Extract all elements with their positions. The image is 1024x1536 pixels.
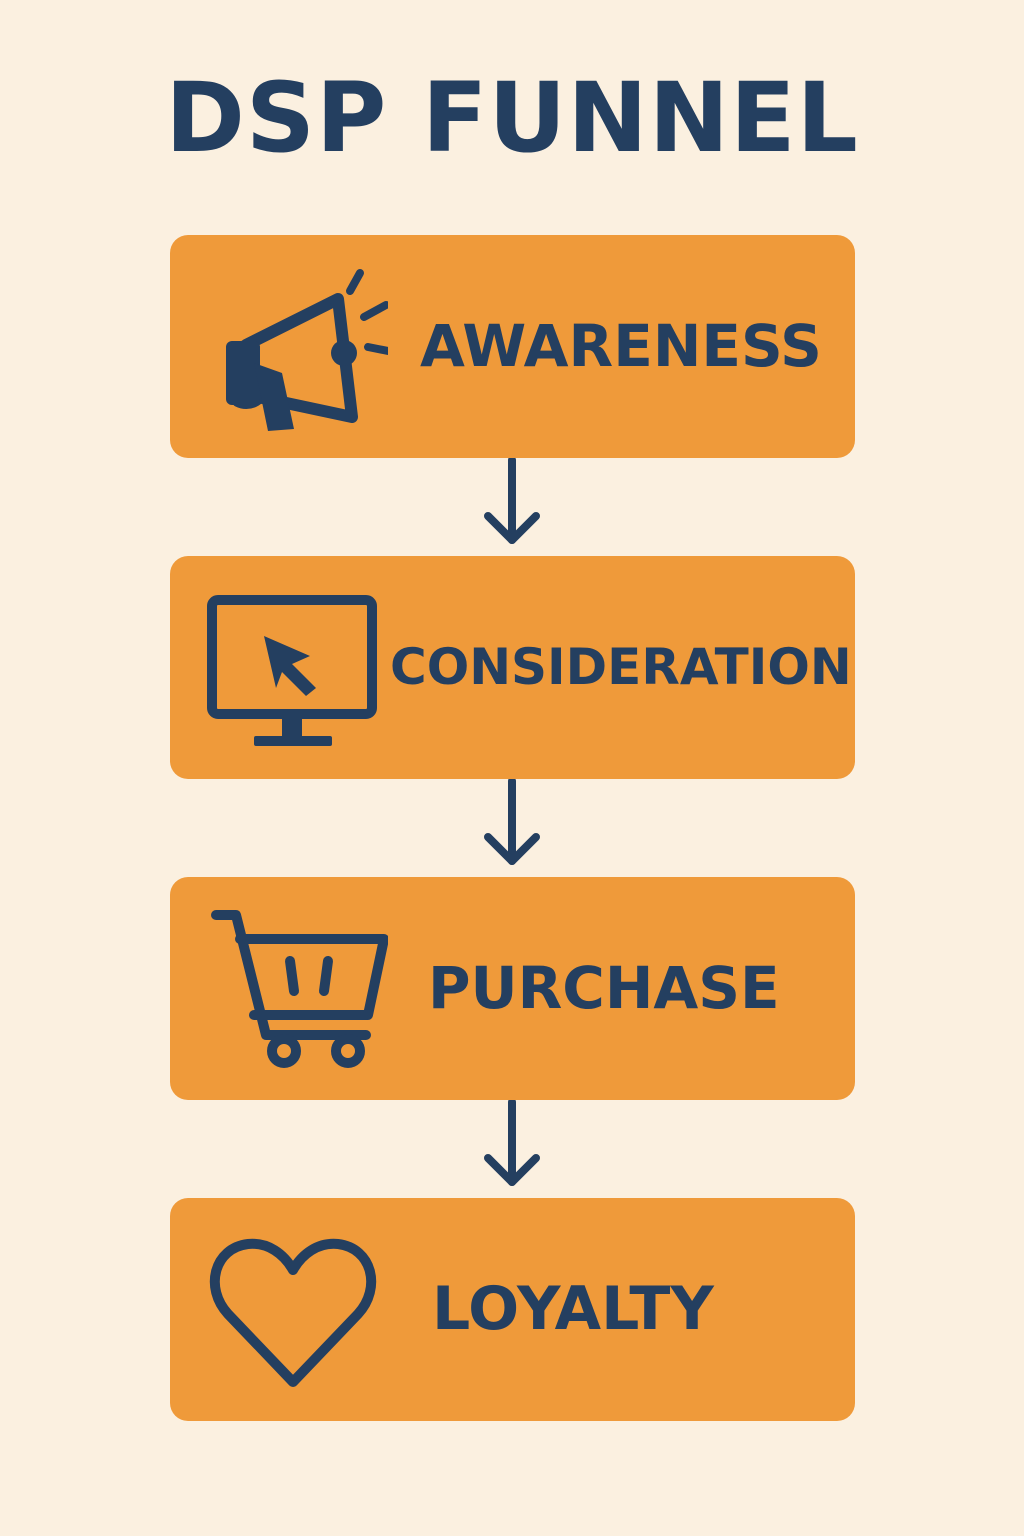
stage-consideration: CONSIDERATION xyxy=(170,556,855,779)
heart-icon xyxy=(198,1224,388,1396)
monitor-cursor-icon xyxy=(198,582,388,754)
stage-loyalty: LOYALTY xyxy=(170,1198,855,1421)
stage-label: CONSIDERATION xyxy=(390,638,852,696)
stage-label: AWARENESS xyxy=(420,312,822,380)
down-arrow-icon xyxy=(480,458,544,556)
down-arrow-icon xyxy=(480,779,544,877)
stage-label: LOYALTY xyxy=(432,1274,714,1344)
down-arrow-icon xyxy=(480,1100,544,1198)
diagram-title: DSP FUNNEL xyxy=(165,62,859,174)
megaphone-icon xyxy=(198,261,388,433)
shopping-cart-icon xyxy=(198,903,388,1075)
stage-label: PURCHASE xyxy=(428,954,780,1022)
stage-awareness: AWARENESS xyxy=(170,235,855,458)
stage-purchase: PURCHASE xyxy=(170,877,855,1100)
